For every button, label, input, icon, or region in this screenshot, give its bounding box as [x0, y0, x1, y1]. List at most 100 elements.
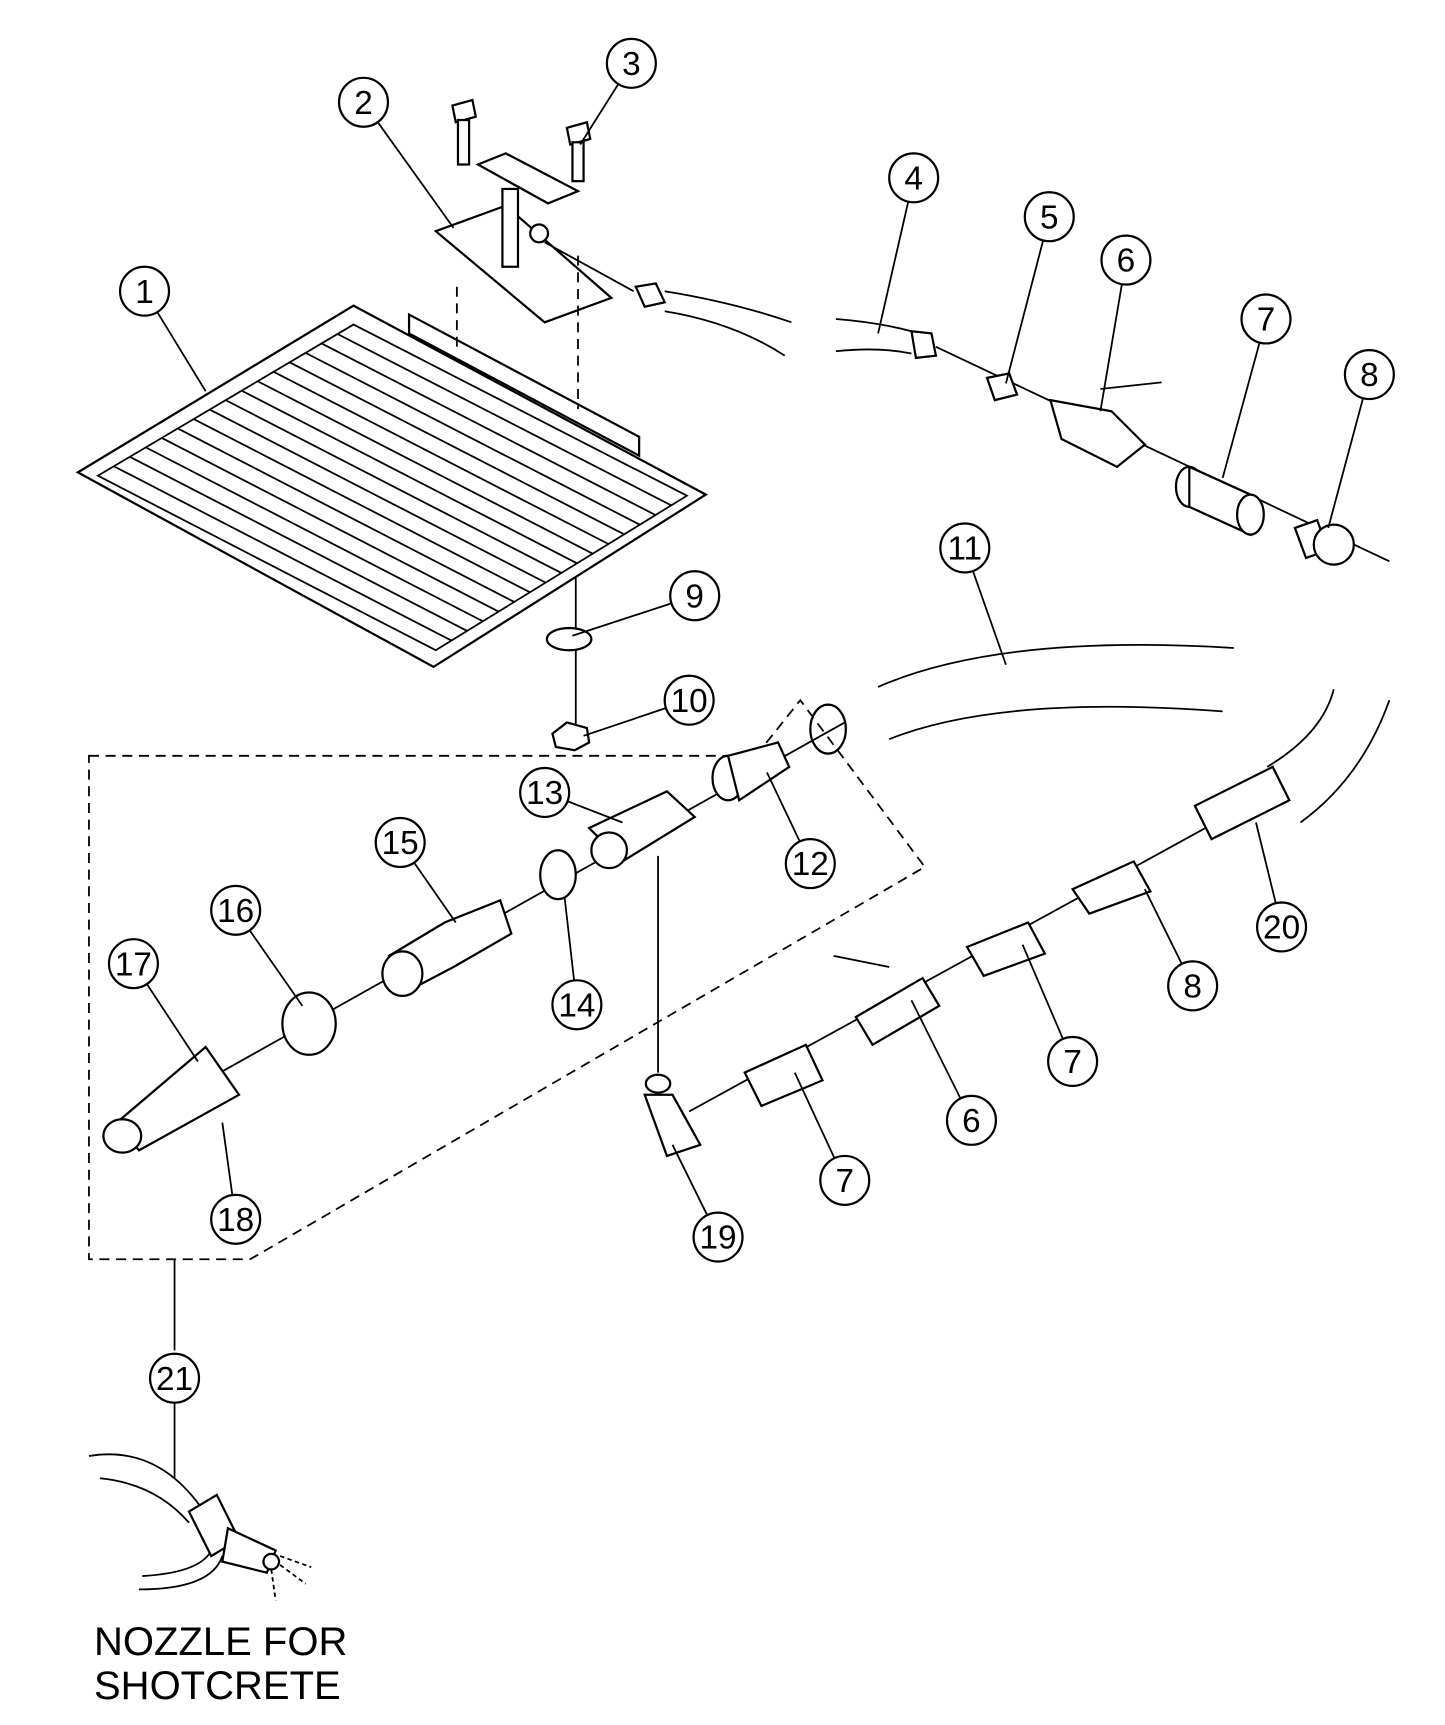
elbow-part [643, 1073, 702, 1158]
callout-circle [888, 152, 940, 204]
callout-number: 12 [792, 846, 829, 883]
callout-14: 14 [551, 979, 603, 1031]
callout-number: 6 [1117, 243, 1136, 280]
bolt-parts [451, 98, 592, 183]
valve-lower-part [833, 954, 941, 1047]
leader-line [877, 177, 915, 334]
callout-circle [107, 938, 159, 990]
callout-circle [945, 1094, 998, 1146]
callout-circle [1047, 1035, 1099, 1088]
grate-bar [161, 437, 499, 613]
callout-1: 1 [118, 265, 171, 317]
grate-bar [193, 418, 531, 594]
callout-number: 1 [135, 274, 154, 311]
grate-bar [129, 456, 468, 632]
callout-number: 5 [1040, 199, 1059, 236]
callout-number: 11 [947, 531, 982, 568]
callout-11: 11 [939, 522, 991, 574]
caption: NOZZLE FOR SHOTCRETE [94, 1620, 347, 1708]
grate-bar [289, 361, 625, 536]
callout-circle [669, 570, 721, 622]
callout-circle [1256, 901, 1308, 953]
large-hose-part [809, 644, 1391, 824]
callout-number: 3 [622, 46, 641, 83]
callout-circle [939, 522, 991, 574]
grate-bar [321, 342, 656, 516]
callout-9: 9 [669, 570, 721, 622]
callout-21: 21 [148, 1352, 201, 1404]
callout-number: 7 [835, 1163, 854, 1200]
grate-bar [337, 333, 672, 507]
coupling-8-lower-part [1070, 859, 1153, 915]
callout-circle [210, 1193, 262, 1245]
callout-number: 18 [217, 1202, 254, 1239]
callout-3: 3 [605, 37, 657, 89]
callout-7c: 7 [819, 1154, 871, 1206]
callout-4: 4 [888, 152, 940, 204]
nipple-7-lower-part [743, 1043, 825, 1108]
callout-6b: 6 [945, 1094, 998, 1146]
callout-number: 17 [115, 946, 152, 983]
callout-number: 9 [685, 578, 704, 615]
callout-circle [692, 1211, 744, 1263]
callout-circle [1167, 960, 1219, 1012]
nozzle-tip-part [102, 1045, 241, 1154]
grate-bar [177, 427, 515, 603]
grate-bar [305, 352, 641, 526]
callout-circle [1100, 234, 1152, 286]
grate-part [75, 304, 709, 669]
callout-circle [337, 76, 390, 128]
callout-18: 18 [210, 1193, 262, 1245]
callout-number: 16 [217, 893, 254, 930]
leader-line [362, 101, 455, 229]
callout-circle [663, 674, 715, 726]
callout-circle [605, 37, 657, 89]
callout-number: 10 [671, 683, 708, 720]
nut-part [551, 721, 591, 752]
callout-15: 15 [374, 816, 426, 869]
gasket-part [539, 849, 577, 901]
coupling-20-part [1193, 765, 1291, 841]
grate-bar [113, 465, 452, 642]
callout-circle [1023, 191, 1075, 243]
leader-line [1327, 374, 1371, 529]
callout-circle [1343, 349, 1395, 401]
callout-6: 6 [1100, 234, 1152, 286]
callout-8b: 8 [1167, 960, 1219, 1012]
callout-circle [210, 884, 262, 936]
callout-circle [784, 838, 836, 890]
callout-number: 7 [1257, 302, 1276, 339]
grate-bar [257, 380, 594, 555]
callout-number: 21 [156, 1361, 193, 1398]
callout-number: 8 [1360, 357, 1379, 394]
callout-8: 8 [1343, 349, 1395, 401]
callout-circle [1240, 293, 1292, 345]
callout-number: 13 [526, 775, 563, 812]
fitting-part [985, 372, 1019, 402]
shotcrete-nozzle-part [88, 1453, 312, 1601]
grate-bar [145, 446, 484, 623]
callout-number: 14 [558, 987, 595, 1024]
callout-7b: 7 [1047, 1035, 1099, 1088]
callout-10: 10 [663, 674, 715, 726]
callout-19: 19 [692, 1211, 744, 1263]
leader-line [1221, 318, 1267, 479]
grate-bar [225, 399, 562, 574]
callout-number: 8 [1183, 968, 1202, 1005]
nipple-part [1174, 465, 1265, 537]
callout-5: 5 [1023, 191, 1075, 243]
callout-circle [118, 265, 171, 317]
adapter-part [381, 898, 513, 997]
ring-part [281, 991, 337, 1056]
callout-2: 2 [337, 76, 390, 128]
bracket-part [433, 152, 614, 324]
callout-17: 17 [107, 938, 159, 990]
callout-circle [148, 1352, 201, 1404]
callout-circle [519, 766, 571, 819]
callout-number: 15 [382, 825, 419, 862]
callout-16: 16 [210, 884, 262, 936]
nipple-7-upper-part [965, 921, 1047, 978]
callout-number: 4 [904, 160, 923, 197]
callout-number: 7 [1063, 1044, 1082, 1081]
